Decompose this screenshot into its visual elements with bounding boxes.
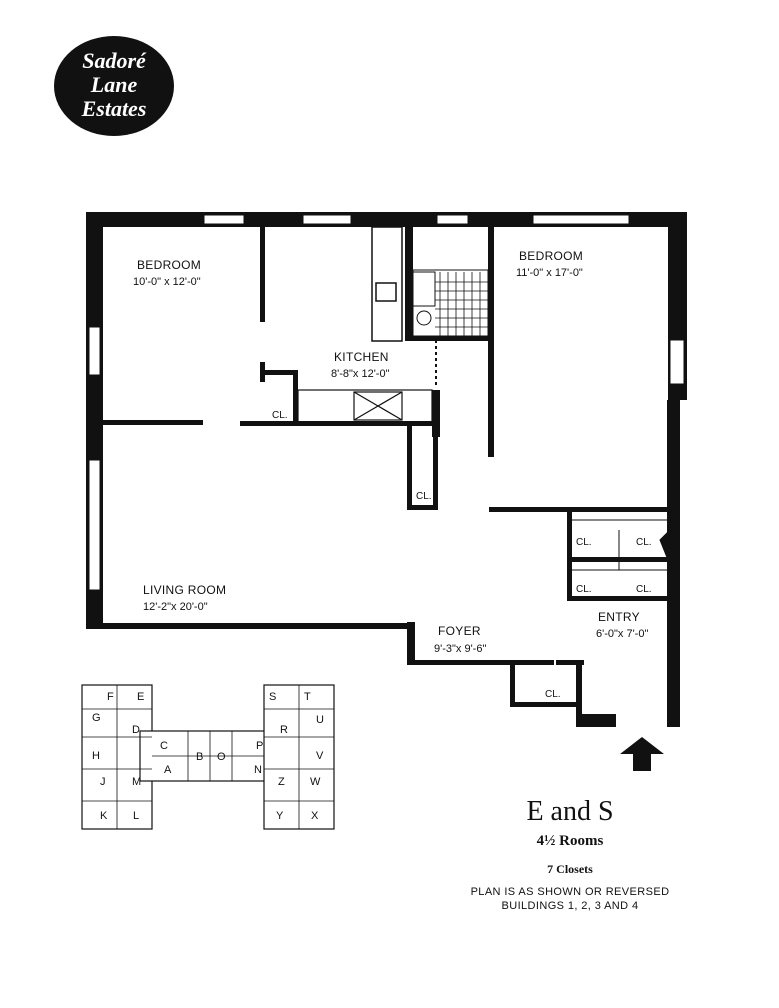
key-unit-l: L [133,810,139,822]
key-unit-r: R [280,724,288,736]
living-room-dims: 12'-2"x 20'-0" [143,601,208,613]
key-unit-z: Z [278,776,285,788]
key-unit-m: M [132,776,141,788]
closet-label: CL. [636,537,652,548]
key-unit-h: H [92,750,100,762]
key-unit-d: D [132,724,140,736]
logo-line-2: Lane [90,72,138,97]
bedroom-1-label: BEDROOM [137,258,201,272]
bedroom-1-dims: 10'-0" x 12'-0" [133,276,201,288]
room-count: 4½ Rooms [536,833,604,849]
key-unit-t: T [304,691,311,703]
closet-label: CL. [636,584,652,595]
foyer-dims: 9'-3"x 9'-6" [434,643,486,655]
key-unit-k: K [100,810,108,822]
key-unit-f: F [107,691,114,703]
closet-label: CL. [416,491,432,502]
kitchen-label: KITCHEN [334,350,389,364]
key-unit-n: N [254,764,262,776]
interior-walls [103,227,680,727]
unit-type-title: E and S [526,796,614,827]
key-unit-s: S [269,691,276,703]
sadore-lane-estates-logo: Sadoré Lane Estates [52,34,176,138]
windows [88,214,685,591]
kitchen-range [297,389,433,423]
entry-label: ENTRY [598,610,640,624]
bath-tile-grid [435,272,488,336]
entry-dims: 6'-0"x 7'-0" [596,628,648,640]
plan-note-line-2: BUILDINGS 1, 2, 3 AND 4 [501,900,639,912]
logo-line-1: Sadoré [82,48,147,73]
key-unit-v: V [316,750,324,762]
kitchen-counter [371,226,403,342]
kitchen-dims: 8'-8"x 12'-0" [331,368,390,380]
key-unit-e: E [137,691,144,703]
logo-line-3: Estates [81,96,147,121]
plan-note-line-1: PLAN IS AS SHOWN OR REVERSED [470,886,670,898]
bedroom-2-dims: 11'-0" x 17'-0" [516,267,583,279]
foyer-label: FOYER [438,624,481,638]
bedroom-2-label: BEDROOM [519,249,583,263]
key-unit-w: W [310,776,321,788]
key-unit-c: C [160,740,168,752]
bathroom [412,269,489,337]
key-unit-a: A [164,764,172,776]
entry-closet-doors [572,519,669,571]
key-unit-j: J [100,776,106,788]
key-unit-y: Y [276,810,284,822]
key-unit-g: G [92,712,101,724]
key-unit-b: B [196,751,203,763]
entry-arrow-icon [620,737,664,771]
closet-label: CL. [545,689,561,700]
key-unit-u: U [316,714,324,726]
closet-label: CL. [272,410,288,421]
closet-label: CL. [576,584,592,595]
building-key-plan: F E S T G D R U C P H B O V A N J M Z W … [81,684,335,830]
living-room-label: LIVING ROOM [143,583,226,597]
key-unit-o: O [217,751,226,763]
key-unit-x: X [311,810,319,822]
plan-note: PLAN IS AS SHOWN OR REVERSED BUILDINGS 1… [440,885,700,913]
closet-label: CL. [576,537,592,548]
key-unit-p: P [256,740,263,752]
closet-count: 7 Closets [547,862,593,876]
plan-caption: E and S 4½ Rooms 7 Closets PLAN IS AS SH… [440,795,700,913]
